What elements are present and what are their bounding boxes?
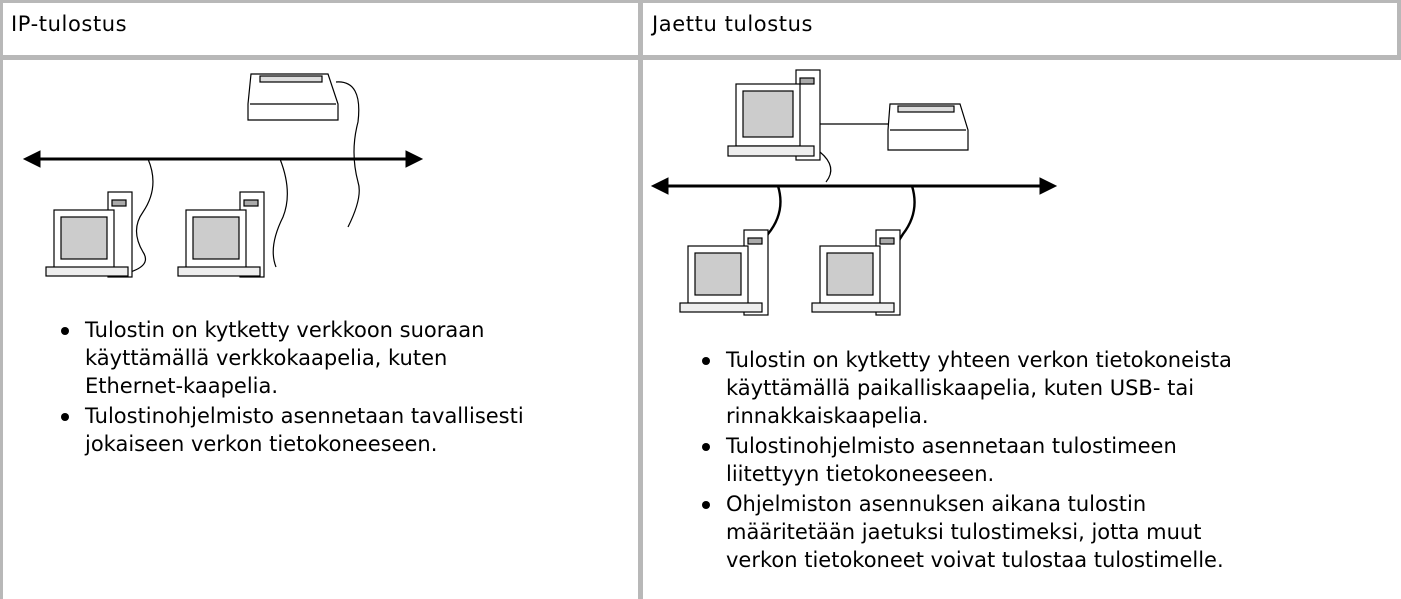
computer-icon xyxy=(177,191,265,278)
computer-icon xyxy=(727,69,821,161)
table-border-top xyxy=(0,0,1401,3)
header-shared-printing: Jaettu tulostus xyxy=(652,12,814,36)
list-item: Tulostin on kytketty verkkoon suoraan kä… xyxy=(57,316,627,400)
printer-icon xyxy=(247,73,360,228)
list-item: Ohjelmiston asennuksen aikana tulostin m… xyxy=(698,490,1388,574)
list-item: Tulostinohjelmisto asennetaan tavallises… xyxy=(57,402,627,458)
table-border-right xyxy=(1397,0,1401,60)
computer-icon xyxy=(811,229,901,316)
table-border-left xyxy=(0,0,3,599)
network-line xyxy=(650,177,1058,195)
table-border-middle xyxy=(638,0,643,599)
printer-icon xyxy=(887,103,969,151)
ip-printing-bullet-list: Tulostin on kytketty verkkoon suoraan kä… xyxy=(57,316,627,460)
list-item: Tulostinohjelmisto asennetaan tulostimee… xyxy=(698,432,1388,488)
table-header-separator xyxy=(0,55,1401,60)
network-printer-diagram-icon xyxy=(22,73,424,278)
header-ip-printing: IP-tulostus xyxy=(11,12,128,36)
shared-printer-diagram-icon xyxy=(650,69,1058,316)
computer-icon xyxy=(45,191,133,278)
network-line xyxy=(22,150,424,168)
list-item: Tulostin on kytketty yhteen verkon tieto… xyxy=(698,346,1388,430)
shared-printing-bullet-list: Tulostin on kytketty yhteen verkon tieto… xyxy=(698,346,1388,576)
computer-icon xyxy=(679,229,769,316)
